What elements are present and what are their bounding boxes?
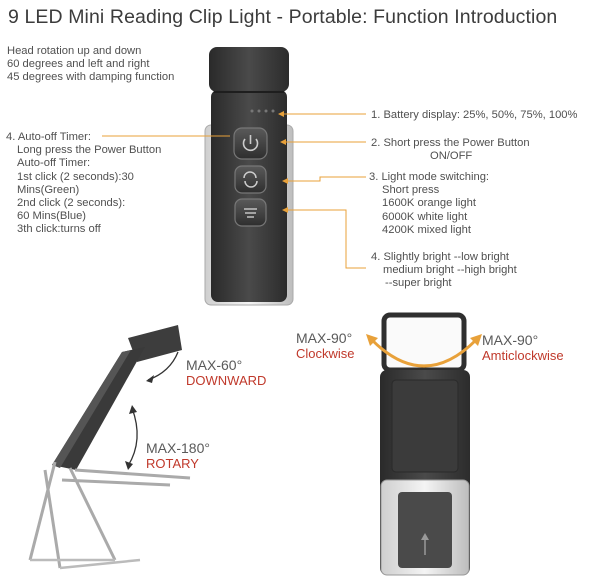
- clockwise-max: MAX-90°: [296, 330, 353, 346]
- brightness-line: medium bright --high bright: [383, 264, 517, 277]
- light-mode-line: 4200K mixed light: [382, 223, 471, 236]
- leader-lines: [102, 113, 366, 269]
- head-rotation-line: 45 degrees with damping function: [7, 71, 175, 84]
- clockwise-label: Clockwise: [296, 346, 355, 361]
- anticlockwise-max: MAX-90°: [482, 332, 539, 348]
- downward-label: DOWNWARD: [186, 373, 267, 388]
- power-line: 2. Short press the Power Button: [371, 137, 530, 149]
- light-mode-text: 3. Light mode switching: Short press 160…: [369, 171, 489, 237]
- back-view-device: [380, 312, 470, 576]
- downward-angle-label: MAX-60° DOWNWARD: [186, 357, 266, 388]
- rotary-max: MAX-180°: [146, 440, 210, 456]
- light-mode-line: 1600K orange light: [382, 197, 476, 210]
- power-line: ON/OFF: [430, 150, 473, 163]
- auto-off-text: 4. Auto-off Timer: Long press the Power …: [6, 131, 161, 237]
- rotary-label: ROTARY: [146, 456, 199, 471]
- mode-switch-icon: [234, 165, 267, 194]
- auto-off-line: 1st click (2 seconds):30: [17, 170, 134, 183]
- clockwise-angle-label: MAX-90° Clockwise: [296, 330, 355, 361]
- head-rotation-line: 60 degrees and left and right: [7, 58, 150, 71]
- auto-off-line: 60 Mins(Blue): [17, 210, 87, 223]
- auto-off-line: 2nd click (2 seconds):: [17, 197, 126, 210]
- head-rotation-text: Head rotation up and down 60 degrees and…: [7, 45, 174, 85]
- power-icon: [233, 127, 268, 160]
- device-head: [209, 47, 289, 92]
- auto-off-heading: 4. Auto-off Timer:: [6, 131, 91, 143]
- rotation-arc: [370, 338, 478, 368]
- side-view-device: [28, 325, 191, 570]
- page-title: 9 LED Mini Reading Clip Light - Portable…: [8, 6, 558, 28]
- anticlockwise-angle-label: MAX-90° Amticlockwise: [482, 332, 564, 363]
- power-text: 2. Short press the Power Button ON/OFF: [371, 137, 530, 163]
- downward-max: MAX-60°: [186, 357, 243, 373]
- battery-indicator-icon: [250, 109, 275, 113]
- anticlockwise-label: Amticlockwise: [482, 348, 564, 363]
- battery-text: 1. Battery display: 25%, 50%, 75%, 100%: [371, 109, 578, 121]
- auto-off-line: Mins(Green): [17, 183, 80, 196]
- brightness-line: --super bright: [385, 277, 452, 290]
- device-body: [211, 90, 287, 302]
- brightness-icon: [234, 198, 267, 227]
- auto-off-line: Long press the Power Button: [17, 144, 162, 157]
- head-rotation-line: Head rotation up and down: [7, 45, 142, 57]
- light-mode-line: 6000K white light: [382, 210, 468, 223]
- light-mode-line: Short press: [382, 184, 440, 197]
- auto-off-line: Auto-off Timer:: [17, 157, 91, 170]
- light-mode-heading: 3. Light mode switching:: [369, 171, 490, 183]
- auto-off-line: 3th click:turns off: [17, 223, 101, 236]
- rotary-angle-label: MAX-180° ROTARY: [146, 440, 210, 471]
- brightness-text: 4. Slightly bright --low bright medium b…: [371, 251, 517, 291]
- brightness-line: 4. Slightly bright --low bright: [371, 251, 510, 263]
